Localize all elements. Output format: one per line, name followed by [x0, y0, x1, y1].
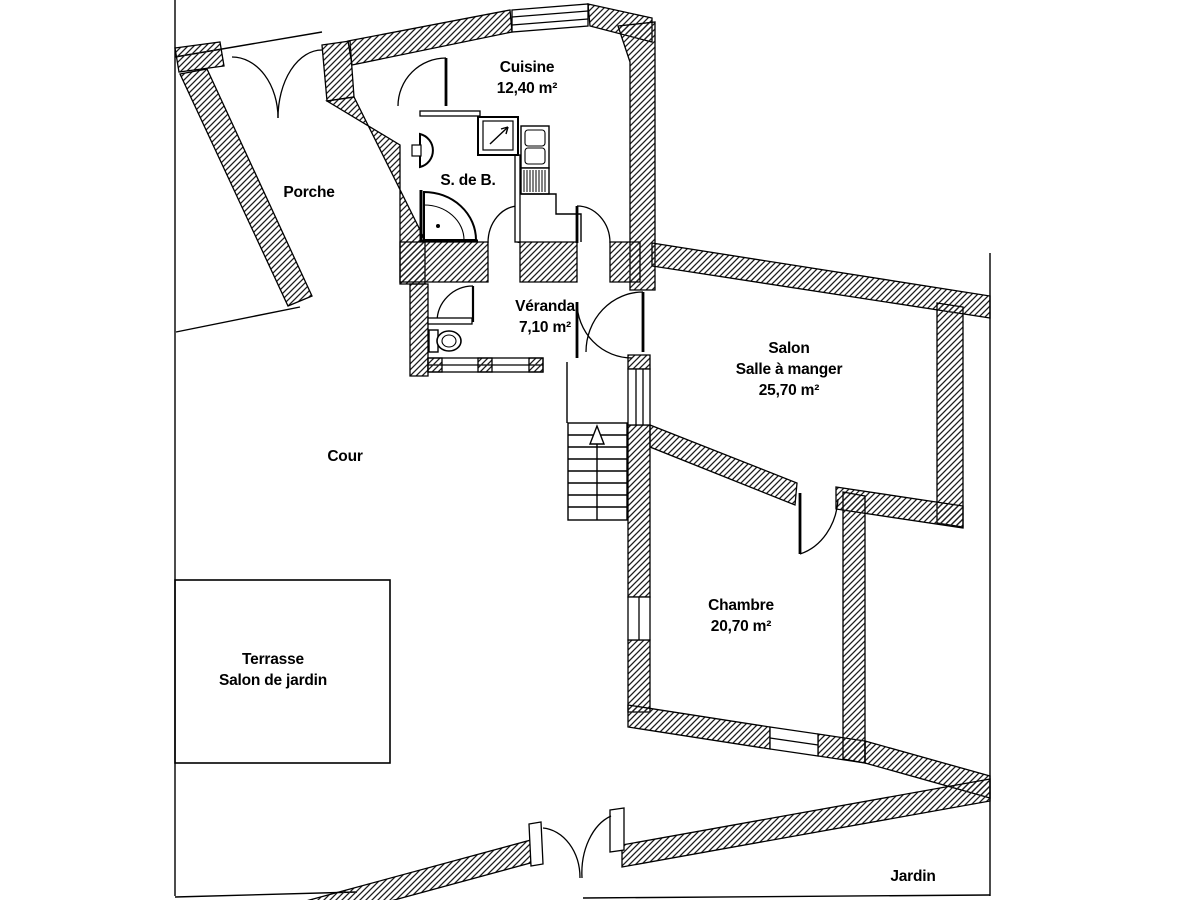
room-label-porche: Porche: [283, 184, 335, 201]
bathtub-icon: [419, 190, 478, 243]
wall-bath-band-a: [399, 241, 489, 283]
window-hall: [627, 368, 651, 426]
window-top: [511, 3, 589, 33]
wall-veranda-west: [409, 283, 429, 377]
door-salon: [585, 291, 645, 353]
room-label-veranda: Véranda 7,10 m²: [515, 298, 575, 336]
wall-hall-stub: [627, 354, 651, 370]
wall-chambre-bottom-left: [627, 704, 771, 750]
wall-garden-lower: [621, 778, 991, 868]
window-chambre-south: [769, 726, 819, 757]
door-hall: [575, 301, 633, 359]
wall-bath-band-c: [609, 241, 641, 283]
wall-porch-west: [179, 68, 313, 307]
wall-porch-stub-left: [174, 41, 225, 73]
wall-chambre-east: [842, 491, 866, 764]
door-bath-2: [575, 205, 611, 244]
door-wc: [436, 285, 475, 323]
kitchen-counter: [521, 193, 582, 242]
room-label-cour: Cour: [327, 448, 363, 465]
wall-bath-band-b: [519, 241, 578, 283]
wall-salon-bottom-left: [649, 424, 798, 506]
wall-salon-bottom-right: [835, 486, 964, 529]
window-chambre-west: [627, 596, 651, 641]
porch-double-door: [231, 49, 323, 119]
room-label-salle-de-bain: S. de B.: [440, 172, 496, 189]
window-veranda-sill: [427, 357, 544, 373]
doors: [231, 49, 839, 879]
wall-top-left: [347, 9, 513, 66]
terrace-outline: [174, 579, 391, 764]
wall-chambre-west-lower: [627, 639, 651, 713]
garden-gate: [528, 807, 625, 879]
walls: [174, 3, 991, 900]
door-bath-1: [487, 205, 521, 244]
wall-salon-right: [936, 302, 964, 528]
wall-bottom-left: [307, 839, 535, 900]
stairs-up-arrow: [588, 424, 606, 445]
washbasin-icon: [411, 132, 434, 169]
door-chambre: [798, 493, 839, 555]
kitchen-sink-icon: [520, 125, 550, 195]
door-cuisine-entry: [397, 57, 448, 107]
wall-chambre-west-upper: [627, 424, 651, 598]
shower-icon: [477, 116, 519, 156]
stairs: [566, 362, 628, 521]
room-label-cuisine: Cuisine 12,40 m²: [496, 59, 558, 97]
room-label-salon: Salon Salle à manger 25,70 m²: [735, 340, 843, 399]
wall-cuisine-east: [617, 21, 656, 291]
toilet-icon: [428, 329, 462, 353]
wall-salon-top: [651, 242, 991, 319]
windows: [427, 3, 819, 757]
room-label-chambre: Chambre 20,70 m²: [708, 597, 774, 635]
fixtures: [411, 116, 582, 353]
room-label-jardin: Jardin: [890, 868, 936, 885]
room-label-terrasse: Terrasse Salon de jardin: [218, 651, 328, 689]
